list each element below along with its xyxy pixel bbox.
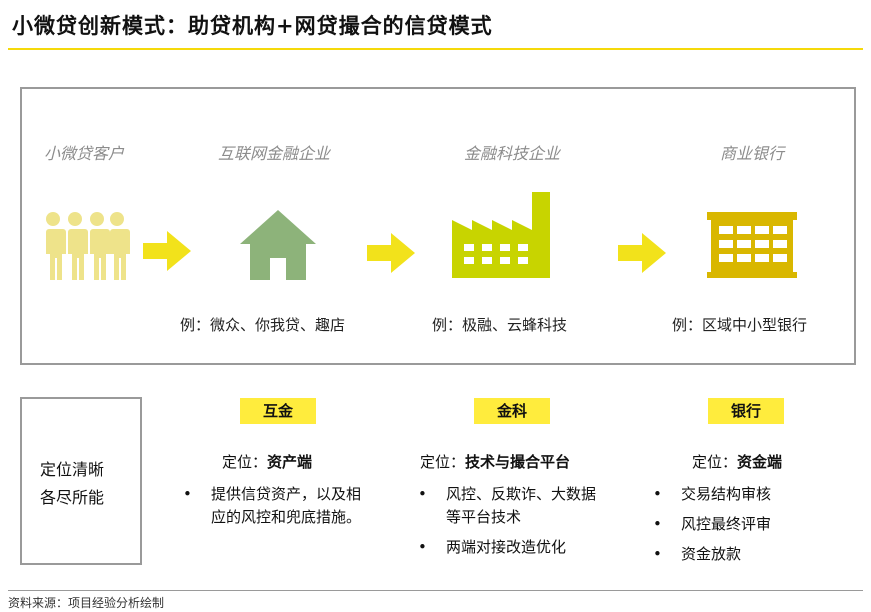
list-item: 交易结构审核 (653, 483, 843, 506)
stage-label-fintech: 金融科技企业 (463, 144, 560, 163)
arrow-right-icon (143, 231, 191, 271)
role-prefix: 定位： (222, 453, 268, 471)
role-prefix: 定位： (692, 453, 738, 471)
stage-label-customers: 小微贷客户 (43, 144, 124, 163)
arrow-right-icon (618, 233, 666, 273)
bank-building-icon (707, 212, 797, 278)
example-internet-finance: 例：微众、你我贷、趣店 (180, 316, 346, 334)
role-bank: 定位：资金端 (692, 451, 782, 472)
role-value: 技术与撮合平台 (465, 453, 571, 471)
example-bank: 例：区域中小型银行 (672, 316, 808, 334)
positioning-line-2: 各尽所能 (40, 488, 105, 507)
flow-panel (20, 87, 856, 365)
example-fintech: 例：极融、云蜂科技 (432, 316, 568, 334)
tag-jinke: 金科 (474, 398, 550, 424)
source-note: 资料来源：项目经验分析绘制 (8, 596, 165, 610)
role-value: 资产端 (267, 453, 313, 471)
bullet-list-bank: 交易结构审核 风控最终评审 资金放款 (653, 483, 843, 573)
positioning-box (20, 397, 142, 565)
role-prefix: 定位： (420, 453, 466, 471)
role-value: 资金端 (737, 453, 783, 471)
list-item: 风控、反欺诈、大数据等平台技术 (418, 483, 598, 529)
people-group-icon (43, 212, 130, 280)
list-item: 两端对接改造优化 (418, 536, 598, 559)
factory-icon (452, 192, 550, 278)
tag-bank: 银行 (708, 398, 784, 424)
role-hujin: 定位：资产端 (222, 451, 312, 472)
bullet-list-jinke: 风控、反欺诈、大数据等平台技术 两端对接改造优化 (418, 483, 598, 566)
house-icon (240, 210, 316, 280)
title-divider (8, 48, 863, 50)
list-item: 提供信贷资产，以及相应的风控和兜底措施。 (183, 483, 373, 529)
list-item: 风控最终评审 (653, 513, 843, 536)
page-title: 小微贷创新模式：助贷机构+网贷撮合的信贷模式 (12, 13, 493, 38)
tag-hujin: 互金 (240, 398, 316, 424)
footer-divider (8, 590, 863, 591)
list-item: 资金放款 (653, 543, 843, 566)
stage-label-internet-finance: 互联网金融企业 (217, 144, 330, 163)
positioning-text: 定位清晰 各尽所能 (40, 456, 104, 512)
positioning-line-1: 定位清晰 (40, 460, 105, 479)
bullet-list-hujin: 提供信贷资产，以及相应的风控和兜底措施。 (183, 483, 373, 536)
arrow-right-icon (367, 233, 415, 273)
stage-label-bank: 商业银行 (719, 144, 784, 163)
role-jinke: 定位：技术与撮合平台 (420, 451, 570, 472)
